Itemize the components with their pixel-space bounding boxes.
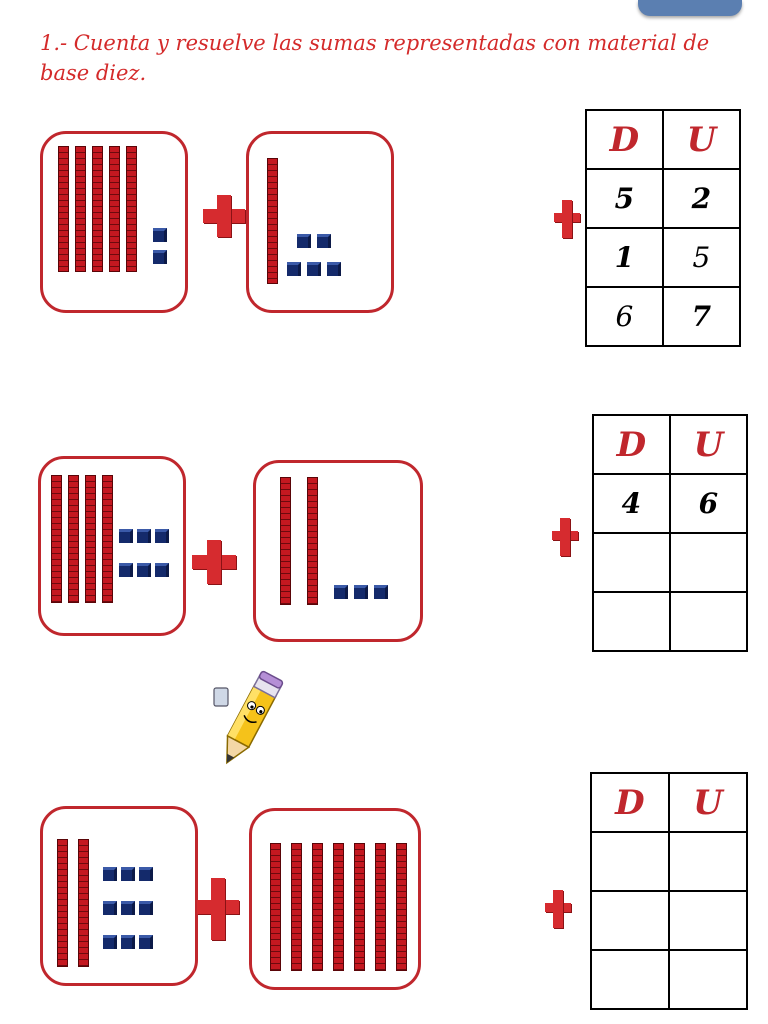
unit-cube <box>121 867 135 881</box>
ten-rod <box>109 146 120 272</box>
unit-cube <box>121 935 135 949</box>
unit-cube <box>137 563 151 577</box>
sum-tens-cell[interactable]: 6 <box>585 286 664 347</box>
unit-cube <box>155 563 169 577</box>
ten-rod <box>270 843 281 971</box>
unit-cube <box>334 585 348 599</box>
unit-cube <box>103 867 117 881</box>
addend-2-units-cell[interactable] <box>667 890 749 951</box>
addend-2-tens-cell[interactable]: 1 <box>585 227 664 288</box>
unit-cube <box>153 250 167 264</box>
ten-rod <box>396 843 407 971</box>
ten-rod <box>312 843 323 971</box>
plus-sign-icon <box>192 540 236 584</box>
unit-cube <box>139 901 153 915</box>
top-tab-decoration <box>638 0 742 16</box>
unit-cube <box>139 867 153 881</box>
plus-sign-icon <box>545 890 571 928</box>
ten-rod <box>333 843 344 971</box>
plus-sign-icon <box>203 195 245 237</box>
plus-sign-icon <box>554 200 580 238</box>
ten-rod <box>375 843 386 971</box>
unit-cube <box>119 529 133 543</box>
unit-cube <box>307 262 321 276</box>
place-value-table: D U <box>590 772 749 1010</box>
addend-2-tens-cell[interactable] <box>590 890 670 951</box>
ten-rod <box>51 475 62 603</box>
unit-cube <box>103 935 117 949</box>
ten-rod <box>85 475 96 603</box>
plus-sign-icon <box>197 878 239 940</box>
sum-units-cell[interactable]: 7 <box>661 286 742 347</box>
pencil-mascot-icon <box>213 670 284 765</box>
ten-rod <box>267 158 278 284</box>
addend-1-blocks <box>40 806 198 986</box>
ten-rod <box>78 839 89 967</box>
addend-2-blocks <box>253 460 423 642</box>
addend-1-tens-cell[interactable]: 5 <box>585 168 664 229</box>
units-header: U <box>661 109 742 170</box>
ten-rod <box>75 146 86 272</box>
ten-rod <box>280 477 291 605</box>
unit-cube <box>139 935 153 949</box>
unit-cube <box>153 228 167 242</box>
plus-sign-icon <box>552 518 578 556</box>
place-value-table: D U 4 6 <box>592 414 749 652</box>
exercise-instruction: 1.- Cuenta y resuelve las sumas represen… <box>40 31 710 85</box>
unit-cube <box>119 563 133 577</box>
addend-2-units-cell[interactable] <box>668 532 749 593</box>
sum-tens-cell[interactable] <box>592 591 671 652</box>
unit-cube <box>103 901 117 915</box>
addend-2-units-cell[interactable]: 5 <box>661 227 742 288</box>
addend-1-tens-cell[interactable] <box>590 831 670 892</box>
addend-2-blocks <box>246 131 394 313</box>
addend-2-tens-cell[interactable] <box>592 532 671 593</box>
tens-header: D <box>592 414 671 475</box>
unit-cube <box>121 901 135 915</box>
addend-1-units-cell[interactable] <box>667 831 749 892</box>
ten-rod <box>102 475 113 603</box>
ten-rod <box>57 839 68 967</box>
addend-1-units-cell[interactable]: 6 <box>668 473 749 534</box>
sum-units-cell[interactable] <box>668 591 749 652</box>
ten-rod <box>58 146 69 272</box>
addend-1-units-cell[interactable]: 2 <box>661 168 742 229</box>
tens-header: D <box>585 109 664 170</box>
unit-cube <box>297 234 311 248</box>
unit-cube <box>327 262 341 276</box>
ten-rod <box>68 475 79 603</box>
unit-cube <box>287 262 301 276</box>
unit-cube <box>354 585 368 599</box>
ten-rod <box>92 146 103 272</box>
addend-1-blocks <box>40 131 188 313</box>
place-value-table: D U 5 2 1 5 6 7 <box>585 109 742 347</box>
unit-cube <box>374 585 388 599</box>
sum-units-cell[interactable] <box>667 949 749 1010</box>
unit-cube <box>137 529 151 543</box>
units-header: U <box>668 414 749 475</box>
unit-cube <box>155 529 169 543</box>
ten-rod <box>291 843 302 971</box>
addend-2-blocks <box>249 808 421 990</box>
ten-rod <box>354 843 365 971</box>
ten-rod <box>126 146 137 272</box>
tens-header: D <box>590 772 670 833</box>
units-header: U <box>667 772 749 833</box>
addend-1-blocks <box>38 456 186 636</box>
ten-rod <box>307 477 318 605</box>
sum-tens-cell[interactable] <box>590 949 670 1010</box>
addend-1-tens-cell[interactable]: 4 <box>592 473 671 534</box>
unit-cube <box>317 234 331 248</box>
